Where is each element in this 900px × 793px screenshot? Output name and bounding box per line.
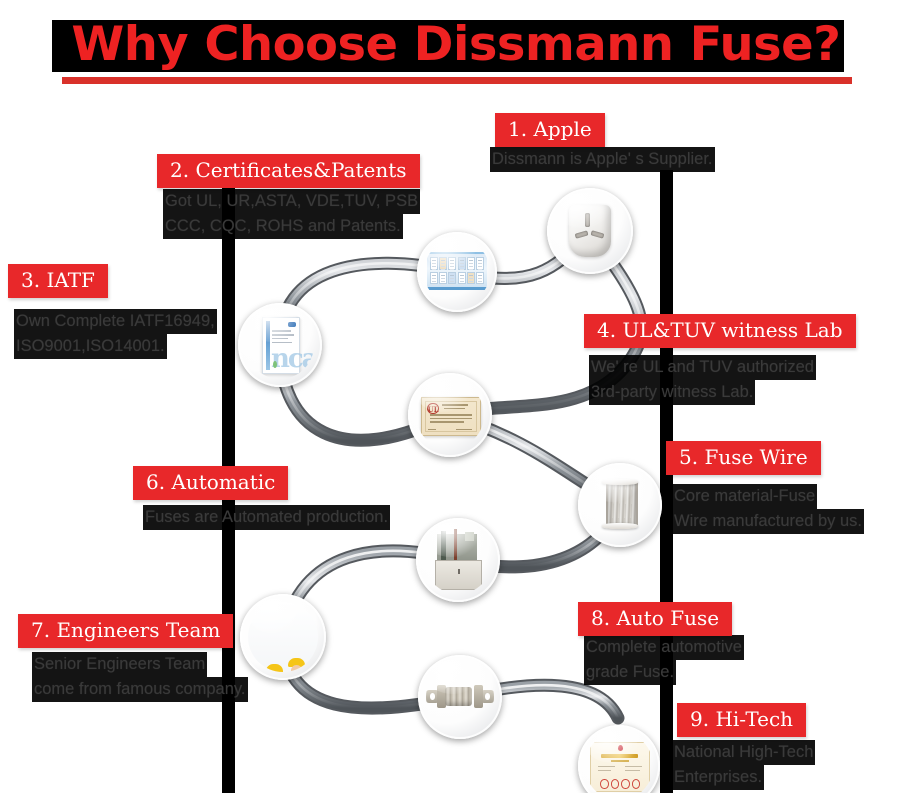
certificates-grid-icon [424,239,490,305]
node-4-ul-tuv: UL [408,373,492,457]
section-7-label: 7. Engineers Team [18,614,234,648]
section-4-line-2: 3rd-party witness Lab. [589,380,756,405]
section-8-line-2: grade Fuse. [584,660,677,685]
section-3-line-1: Own Complete IATF16949, [14,309,217,334]
section-1-description: Dissmann is Apple' s Supplier. [490,147,715,172]
section-5-description: Core material-Fuse Wire manufactured by … [672,484,864,534]
node-3-iatf: nca [238,303,322,387]
node-9-hi-tech [578,725,660,793]
section-2-label: 2. Certificates&Patents [157,154,420,188]
section-6-description: Fuses are Automated production. [143,505,391,530]
node-7-engineers-team [240,594,326,680]
frame-bar-right [660,170,673,793]
ul-certificate-icon: UL [416,381,485,450]
section-9-line-1: National High-Tech [672,740,816,765]
node-6-automatic [416,518,500,602]
section-2-line-2: CCC, CQC, ROHS and Patents. [163,214,403,239]
section-1-label: 1. Apple [495,113,605,147]
section-8-label: 8. Auto Fuse [578,602,733,636]
node-1-apple [547,188,633,274]
section-7-line-2: come from famous company. [32,677,248,702]
section-2-description: Got UL, UR,ASTA, VDE,TUV, PSB CCC, CQC, … [163,189,421,239]
title-underline [62,77,852,84]
title-highlight-bar [52,20,844,72]
automation-machine-icon [424,526,493,595]
section-4-line-1: We' re UL and TUV authorized [589,355,816,380]
iso-certificate-icon: nca [246,311,314,380]
section-6-line-1: Fuses are Automated production. [143,505,391,530]
section-4-description: We' re UL and TUV authorized 3rd-party w… [589,355,816,405]
section-2-line-1: Got UL, UR,ASTA, VDE,TUV, PSB [163,189,421,214]
automotive-fuse-icon [425,663,495,732]
section-4-label: 4. UL&TUV witness Lab [584,314,856,348]
section-5-line-2: Wire manufactured by us. [672,509,864,534]
node-2-certificates [417,232,497,312]
power-plug-icon [555,196,626,267]
section-9-line-2: Enterprises. [672,765,765,790]
section-9-description: National High-Tech Enterprises. [672,740,816,790]
section-8-description: Complete automotive grade Fuse. [584,635,744,685]
engineers-team-icon [247,601,319,673]
section-7-line-1: Senior Engineers Team [32,652,208,677]
section-5-label: 5. Fuse Wire [666,441,821,475]
node-5-fuse-wire [578,463,662,547]
section-3-description: Own Complete IATF16949, ISO9001,ISO14001… [14,309,217,359]
node-8-auto-fuse [418,655,502,739]
hitech-certificate-icon [585,732,652,793]
poster-title-block: Why Choose Dissmann Fuse? [52,17,852,86]
section-8-line-1: Complete automotive [584,635,744,660]
section-6-label: 6. Automatic [133,466,289,500]
section-3-label: 3. IATF [8,264,108,298]
section-3-line-2: ISO9001,ISO14001. [14,334,167,359]
section-9-label: 9. Hi-Tech [677,703,807,737]
section-7-description: Senior Engineers Team come from famous c… [32,652,248,702]
section-5-line-1: Core material-Fuse [672,484,818,509]
page-title: Why Choose Dissmann Fuse? [71,17,841,72]
section-1-line-1: Dissmann is Apple' s Supplier. [490,147,715,172]
wire-spool-icon [586,471,655,540]
